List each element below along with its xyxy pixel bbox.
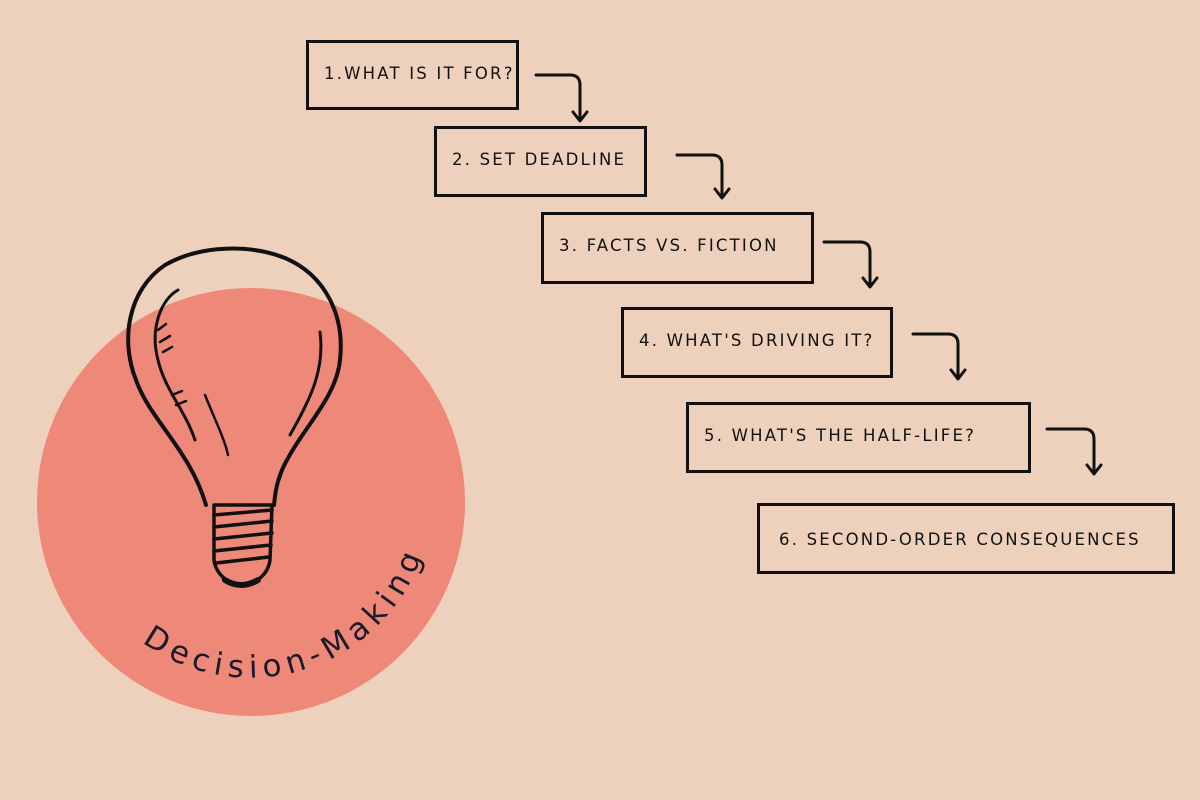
arrow-1-to-2 bbox=[534, 73, 589, 123]
step-2-label: 2. SET DEADLINE bbox=[452, 150, 627, 169]
step-6-box: 6. SECOND-ORDER CONSEQUENCES bbox=[757, 503, 1175, 574]
step-5-box: 5. WHAT'S THE HALF-LIFE? bbox=[686, 402, 1031, 473]
step-1-box: 1.WHAT IS IT FOR? bbox=[306, 40, 519, 110]
arrow-5-to-6 bbox=[1045, 427, 1103, 476]
step-6-label: 6. SECOND-ORDER CONSEQUENCES bbox=[779, 530, 1141, 549]
step-2-box: 2. SET DEADLINE bbox=[434, 126, 647, 197]
step-3-box: 3. FACTS VS. FICTION bbox=[541, 212, 814, 284]
arrow-2-to-3 bbox=[675, 153, 731, 200]
step-5-label: 5. WHAT'S THE HALF-LIFE? bbox=[704, 426, 977, 445]
arrow-3-to-4 bbox=[822, 240, 879, 289]
step-4-box: 4. WHAT'S DRIVING IT? bbox=[621, 307, 893, 378]
step-3-label: 3. FACTS VS. FICTION bbox=[559, 236, 779, 255]
arrow-4-to-5 bbox=[911, 332, 967, 381]
step-4-label: 4. WHAT'S DRIVING IT? bbox=[639, 331, 875, 350]
step-1-label: 1.WHAT IS IT FOR? bbox=[324, 64, 515, 83]
lightbulb-icon bbox=[126, 246, 343, 588]
